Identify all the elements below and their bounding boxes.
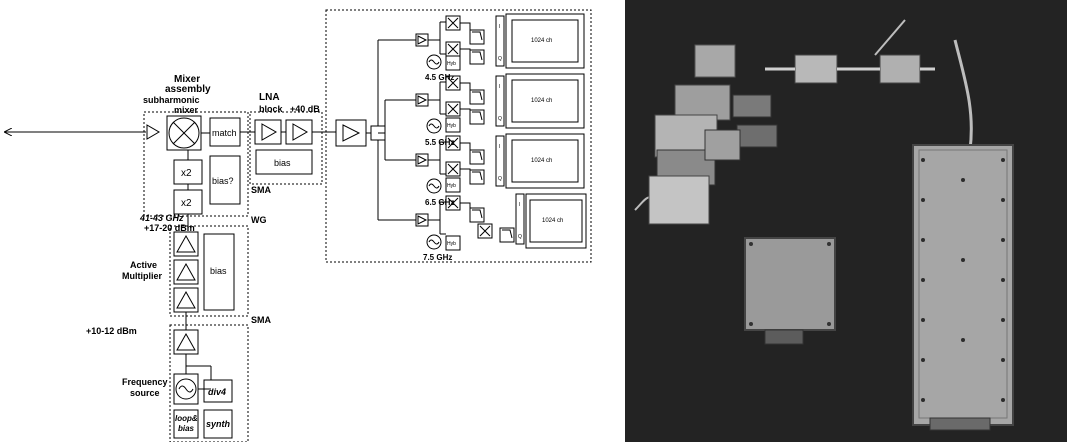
backend-channel: Hyb 4.5 GHz I Q 1024 ch — [416, 14, 584, 82]
spectrometer-label: 1024 ch — [531, 38, 552, 44]
hybrid-label: Hyb — [447, 123, 456, 129]
feed-horn-icon — [147, 125, 159, 139]
i-label: I — [499, 24, 500, 30]
lna-bias-label: bias — [274, 158, 291, 168]
loop-label-1: loop& — [175, 414, 198, 423]
lo-frequency-range: 41-43 GHz — [139, 213, 184, 223]
active-multiplier-title-2: Multiplier — [122, 271, 162, 281]
mixer-title-2: assembly — [165, 84, 211, 95]
amplifier-triangle-icon — [177, 236, 195, 252]
channel-freq-label: 7.5 GHz — [423, 253, 452, 262]
hybrid-label: Hyb — [447, 61, 456, 67]
mixer-assembly-part — [695, 45, 735, 77]
loop-label-2: bias — [178, 424, 195, 433]
q-label: Q — [518, 234, 522, 240]
amplifier-part — [880, 55, 920, 83]
hardware-photograph — [625, 0, 1067, 442]
frequency-source-title-1: Frequency — [122, 377, 168, 387]
active-multiplier-title-1: Active — [130, 260, 157, 270]
x2-bottom-label: x2 — [181, 198, 192, 209]
lna-amplifier-icon — [262, 124, 276, 140]
frequency-source-enclosure — [745, 238, 835, 330]
active-bias-label: bias — [210, 266, 227, 276]
sma-port-label-lo: SMA — [251, 315, 272, 325]
q-label: Q — [498, 116, 502, 122]
match-label: match — [212, 128, 237, 138]
hybrid-label: Hyb — [447, 183, 456, 189]
q-label: Q — [498, 56, 502, 62]
amplifier-triangle-icon — [177, 264, 195, 280]
waveguide-port-label: WG — [251, 215, 267, 225]
spectrometer-label: 1024 ch — [542, 218, 563, 224]
lo-power-bottom: +10-12 dBm — [86, 326, 137, 336]
x2-top-label: x2 — [181, 168, 192, 179]
frequency-source-title-2: source — [130, 388, 160, 398]
q-label: Q — [498, 176, 502, 182]
amplifier-triangle-icon — [177, 334, 195, 350]
synth-label: synth — [206, 419, 231, 429]
spectrometer-label: 1024 ch — [531, 98, 552, 104]
if-amplifier-icon — [343, 125, 359, 141]
system-block-diagram: Mixer assembly subharmonic mixer match x… — [0, 0, 625, 442]
i-label: I — [499, 84, 500, 90]
mixer-bias-label: bias? — [212, 176, 234, 186]
lna-title: LNA — [259, 92, 280, 103]
channel-freq-label: 4.5 GHz — [425, 73, 454, 82]
hybrid-label: Hyb — [447, 241, 456, 247]
amplifier-triangle-icon — [177, 292, 195, 308]
backend-enclosure — [913, 145, 1013, 425]
amplifier-part — [795, 55, 837, 83]
source-part — [649, 176, 709, 224]
sma-port-label-lna: SMA — [251, 185, 272, 195]
lna-amplifier-icon — [293, 124, 307, 140]
i-label: I — [499, 144, 500, 150]
mixer-subtitle: subharmonic — [143, 95, 200, 105]
i-label: I — [519, 202, 520, 208]
spectrometer-label: 1024 ch — [531, 158, 552, 164]
mixer-subtitle-2: mixer — [174, 105, 199, 115]
div4-label: div4 — [208, 387, 226, 397]
